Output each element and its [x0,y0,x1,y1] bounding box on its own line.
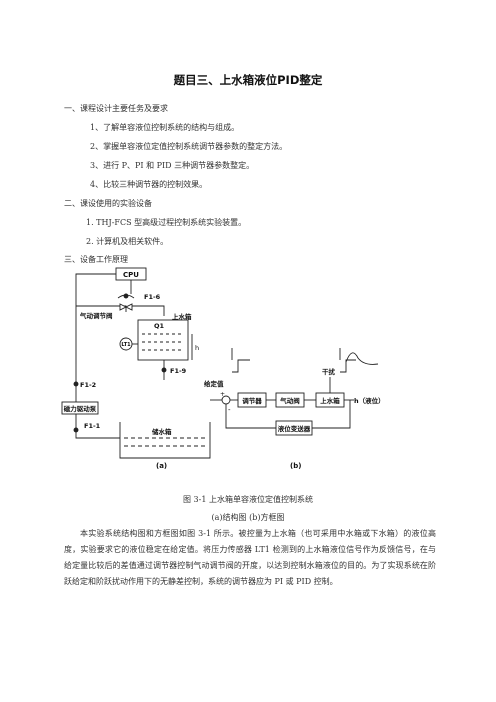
f1-1-label: F1-1 [84,422,101,430]
disturbance-label: 干扰 [322,367,336,376]
task-item: 1、了解单容液位控制系统的结构与组成。 [90,123,240,132]
valve-label: 气动调节阀 [79,311,113,320]
q1-label: Q1 [154,322,165,330]
equipment-item: 1. THJ-FCS 型高级过程控制系统实验装置。 [86,218,247,227]
pump-label: 磁力驱动泵 [64,404,97,413]
figure-a-label: (a) [156,462,167,470]
controller-label: 调节器 [242,396,262,405]
reservoir [119,422,211,459]
pump-box [61,401,99,415]
h-label: h [195,344,199,352]
figure-b-label: (b) [290,462,301,470]
task-item: 2、掌握单容液位定值控制系统调节器参数的整定方法。 [90,142,288,151]
section-heading-equipment: 二、课设使用的实验设备 [64,199,152,208]
task-item: 4、比较三种调节器的控制效果。 [90,180,208,189]
output-label: h（液位） [354,396,385,405]
tank-block-label: 上水箱 [320,396,340,405]
figure-caption: 图 3-1 上水箱单容液位定值控制系统 [183,495,313,504]
equipment-item: 2. 计算机及相关软件。 [86,237,169,246]
reservoir-label: 储水箱 [151,427,172,436]
section-heading-principle: 三、设备工作原理 [64,255,128,264]
f1-6-label: F1-6 [144,293,161,301]
structure-diagram: CPU F1-6 气动调节阀 上水箱 Q1 LT1 [61,267,211,470]
valve-block-label: 气动阀 [279,396,300,405]
page-title: 题目三、上水箱液位PID整定 [173,73,323,87]
f1-2-label: F1-2 [80,381,96,389]
plus-sign: + [220,391,225,398]
f1-9-label: F1-9 [170,367,187,375]
transmitter-label: 液位变送器 [278,424,311,433]
tank-label: 上水箱 [172,312,192,321]
figure-subcaption: (a)结构图 (b)方框图 [211,513,285,522]
setpoint-label: 给定值 [204,379,224,388]
upper-tank [137,319,189,361]
body-paragraph: 本实验系统结构图和方框图如图 3-1 所示。被控量为上水箱（也可采用中水箱或下水… [64,529,436,586]
lt1-label: LT1 [121,342,131,348]
block-diagram: 给定值 + - 调节器 气动阀 上水箱 h（液位） 干扰 [204,348,385,470]
figure-3-1: CPU F1-6 气动调节阀 上水箱 Q1 LT1 [61,267,385,470]
cpu-label: CPU [123,271,139,279]
minus-sign: - [228,406,231,414]
section-heading-tasks: 一、课程设计主要任务及要求 [64,104,168,113]
task-item: 3、进行 P、PI 和 PID 三种调节器参数整定。 [90,161,255,170]
